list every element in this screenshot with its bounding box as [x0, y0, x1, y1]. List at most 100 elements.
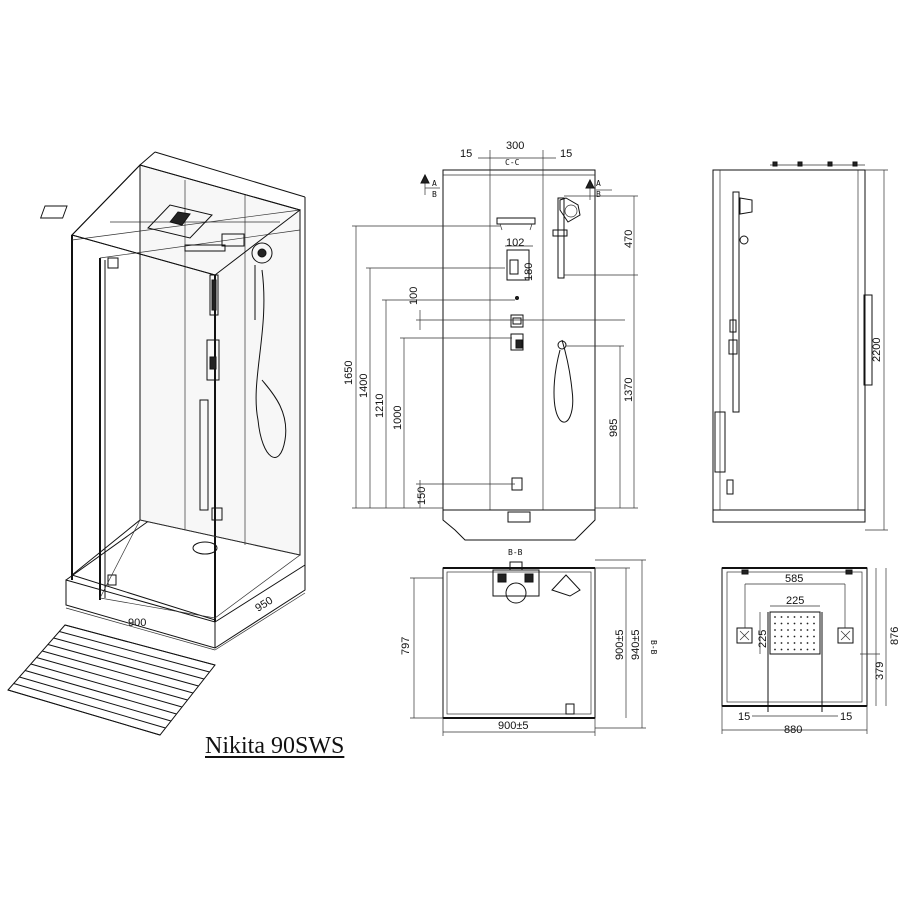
rain-nozzle: [813, 635, 815, 638]
rain-nozzle: [780, 629, 783, 631]
rain-nozzle: [780, 648, 783, 651]
front-top-15-left: 15: [460, 148, 472, 160]
plan-depth-940-label: 940±5: [630, 629, 642, 660]
rain-nozzle: [780, 642, 783, 644]
height-150-label: 150: [416, 487, 428, 505]
top-left15-label: 15: [738, 711, 750, 723]
grate-slat: [24, 670, 177, 715]
rain-nozzle: [800, 622, 802, 625]
marker-b-left: B: [432, 190, 437, 199]
front-top-300: 300: [506, 140, 524, 152]
plan-width-label: 900±5: [498, 720, 529, 732]
top-h379-label: 379: [874, 662, 886, 680]
rain-nozzle: [800, 648, 802, 651]
top-w880-label: 880: [784, 724, 802, 736]
front-top-dimensions: 15 300 15 C-C: [460, 140, 572, 170]
perspective-view: 900 950: [39, 151, 306, 651]
rain-nozzle: [813, 648, 815, 651]
rain-nozzle: [793, 648, 796, 651]
top-right15-label: 15: [840, 711, 852, 723]
marker-b-right: B: [596, 190, 601, 199]
grate-slat: [64, 624, 216, 666]
rain-nozzle: [813, 622, 815, 625]
plan-section-bb: B-B 797 900±5 940±5 B-B 900±5: [400, 548, 658, 736]
rain-nozzle: [806, 629, 809, 631]
rain-nozzle: [774, 622, 776, 625]
rain-nozzle: [774, 642, 776, 644]
rain-nozzle: [793, 622, 796, 625]
rain-nozzle: [806, 642, 809, 644]
side-elevation: 2200: [712, 161, 888, 531]
rain-nozzle: [787, 642, 789, 644]
rain-nozzle: [800, 642, 802, 644]
grate-slat: [59, 631, 210, 673]
section-markers: A B A B: [420, 173, 612, 200]
marker-a-left: A: [432, 179, 437, 188]
height-1000-label: 1000: [392, 406, 404, 430]
rain-nozzle: [800, 616, 802, 618]
grate-slat: [7, 689, 161, 736]
panel-width-label: 102: [506, 237, 524, 249]
grate-slat: [30, 663, 183, 708]
cabin-frame: [71, 151, 306, 622]
top-w585-label: 585: [785, 573, 803, 585]
rain-nozzle: [774, 616, 776, 618]
side-height-2200-label: 2200: [871, 338, 883, 362]
rain-nozzle: [793, 616, 796, 618]
front-top-15-right: 15: [560, 148, 572, 160]
front-right-dimensions: 470 1370 985: [564, 195, 638, 509]
rain-head: [769, 611, 821, 655]
plan-depth-900-label: 900±5: [614, 629, 626, 660]
rain-nozzle: [806, 648, 809, 651]
grate-slat: [47, 644, 199, 687]
shower-column: [199, 242, 287, 521]
rain-nozzle: [793, 635, 796, 638]
floor-grate: [7, 624, 216, 736]
grate-slat: [19, 676, 172, 722]
rain-nozzle: [813, 616, 815, 618]
height-100-label: 100: [408, 287, 420, 305]
front-section-cc: C-C: [505, 158, 520, 167]
rain-nozzle: [774, 648, 776, 651]
rain-nozzle: [780, 635, 783, 638]
rain-nozzle: [800, 629, 802, 631]
rain-nozzle: [774, 629, 776, 631]
top-h225-label: 225: [757, 630, 769, 648]
vent-right: [837, 627, 854, 644]
height-1210-label: 1210: [374, 394, 386, 418]
grate-slat: [36, 657, 188, 701]
right-985-label: 985: [608, 419, 620, 437]
grate-slat: [13, 683, 166, 729]
rain-nozzle: [800, 635, 802, 638]
rain-nozzle: [780, 622, 783, 625]
rain-nozzle: [787, 635, 789, 638]
rain-nozzle: [793, 642, 796, 644]
vent-left: [736, 627, 753, 644]
rain-nozzle: [774, 635, 776, 638]
plan-section-label: B-B: [508, 548, 523, 557]
product-title: Nikita 90SWS: [205, 733, 345, 759]
grate-slat: [53, 637, 205, 680]
top-h876-label: 876: [889, 627, 900, 645]
rain-nozzle: [806, 622, 809, 625]
grate-slat: [42, 650, 194, 694]
panel-height-label: 180: [523, 263, 535, 281]
rain-nozzle: [787, 616, 789, 618]
front-left-dimensions: 1650 1400 1210 1000 100 150: [343, 225, 625, 509]
height-1400-label: 1400: [358, 374, 370, 398]
perspective-dimensions: 900 950: [65, 592, 306, 651]
roof-fittings: [39, 204, 245, 252]
rain-nozzle: [780, 616, 783, 618]
rain-nozzle: [813, 642, 815, 644]
rain-nozzle: [787, 622, 789, 625]
rain-nozzle: [787, 648, 789, 651]
rain-nozzle: [793, 629, 796, 631]
plan-side-section-label: B-B: [649, 640, 658, 655]
top-w225-label: 225: [786, 595, 804, 607]
plan-depth-797-label: 797: [400, 637, 412, 655]
top-view: 585 225 225 876 379 15 15 880: [721, 567, 900, 736]
rain-nozzle: [787, 629, 789, 631]
rain-nozzle: [813, 629, 815, 631]
height-1650-label: 1650: [343, 361, 355, 385]
